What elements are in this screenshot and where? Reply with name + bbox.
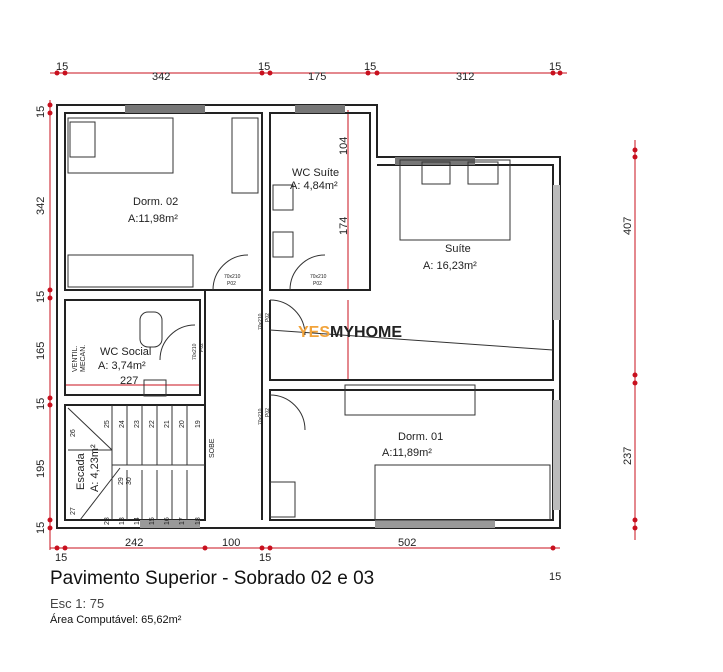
- dim-top-1: 15: [56, 61, 68, 73]
- wc-suite-dim2: 174: [338, 217, 350, 235]
- svg-text:P02: P02: [313, 281, 322, 287]
- svg-text:29: 29: [118, 477, 125, 485]
- dim-left-7: 15: [35, 522, 47, 534]
- dim-left-1: 15: [35, 106, 47, 118]
- walls: [56, 104, 561, 529]
- svg-text:28: 28: [104, 517, 111, 525]
- dim-top-7: 15: [549, 61, 561, 73]
- wc-social-area: A: 3,74m²: [98, 360, 146, 372]
- plan-scale: Esc 1: 75: [50, 596, 105, 611]
- dim-left-6: 195: [35, 460, 47, 478]
- svg-text:17: 17: [179, 517, 186, 525]
- dim-top-2: 342: [152, 71, 170, 83]
- svg-text:P02: P02: [265, 313, 271, 322]
- dorm01-name: Dorm. 01: [398, 431, 443, 443]
- stairs-area: A: 4,23m²: [89, 444, 101, 492]
- stairs-name: Escada: [75, 452, 87, 490]
- stairs-direction: SOBE: [209, 438, 216, 458]
- wc-social-dim: 227: [120, 375, 138, 387]
- dim-bottom-5: 502: [398, 537, 416, 549]
- dim-left-4: 165: [35, 342, 47, 360]
- wc-social-name: WC Social: [100, 346, 151, 358]
- svg-text:P02: P02: [199, 343, 205, 352]
- svg-text:27: 27: [70, 507, 77, 515]
- dim-top-4: 175: [308, 71, 326, 83]
- svg-text:P02: P02: [265, 408, 271, 417]
- svg-text:18: 18: [195, 517, 202, 525]
- suite-name: Suíte: [445, 243, 471, 255]
- svg-text:16: 16: [164, 517, 171, 525]
- svg-text:70x210: 70x210: [258, 313, 264, 330]
- wc-suite-dim1: 104: [338, 137, 350, 155]
- dim-bottom-1: 15: [55, 552, 67, 564]
- dim-bottom-2: 242: [125, 537, 143, 549]
- suite-area: A: 16,23m²: [423, 260, 477, 272]
- dorm02-name: Dorm. 02: [133, 196, 178, 208]
- svg-text:14: 14: [134, 517, 141, 525]
- dimension-lines: [47, 70, 638, 551]
- svg-text:23: 23: [134, 420, 141, 428]
- svg-text:22: 22: [149, 420, 156, 428]
- svg-text:19: 19: [195, 420, 202, 428]
- vent-label-1: VENTIL.: [72, 345, 79, 372]
- dim-top-6: 312: [456, 71, 474, 83]
- svg-text:20: 20: [179, 420, 186, 428]
- stair-step-numbers: 25 24 23 22 21 20 19 28 13 14 15 16 17 1…: [70, 420, 202, 525]
- dorm02-area: A:11,98m²: [128, 213, 178, 225]
- wc-suite-name: WC Suíte: [292, 167, 339, 179]
- svg-text:15: 15: [149, 517, 156, 525]
- svg-text:25: 25: [104, 420, 111, 428]
- dim-bottom-4: 15: [259, 552, 271, 564]
- dim-bottom-3: 100: [222, 537, 240, 549]
- svg-text:70x210: 70x210: [310, 274, 327, 280]
- dim-top-5: 15: [364, 61, 376, 73]
- svg-text:24: 24: [119, 420, 126, 428]
- dim-left-2: 342: [35, 197, 47, 215]
- furniture: [67, 117, 554, 521]
- dorm01-area: A:11,89m²: [382, 447, 432, 459]
- dim-left-3: 15: [35, 291, 47, 303]
- dim-top-3: 15: [258, 61, 270, 73]
- svg-text:21: 21: [164, 420, 171, 428]
- plan-title: Pavimento Superior - Sobrado 02 e 03: [50, 568, 375, 589]
- svg-text:30: 30: [126, 477, 133, 485]
- svg-text:70x210: 70x210: [224, 274, 241, 280]
- svg-text:70x210: 70x210: [192, 343, 198, 360]
- dim-right-2: 237: [622, 447, 634, 465]
- svg-text:70x210: 70x210: [258, 408, 264, 425]
- watermark-logo: YESMYHOME: [298, 324, 403, 341]
- svg-text:26: 26: [70, 429, 77, 437]
- svg-text:P02: P02: [227, 281, 236, 287]
- dim-right-1: 407: [622, 217, 634, 235]
- dim-left-5: 15: [35, 398, 47, 410]
- wc-suite-area: A: 4,84m²: [290, 180, 338, 192]
- vent-label-2: MECAN.: [80, 345, 87, 372]
- dim-bottom-6: 15: [549, 571, 561, 583]
- svg-text:13: 13: [119, 517, 126, 525]
- computed-area: Área Computável: 65,62m²: [50, 614, 182, 626]
